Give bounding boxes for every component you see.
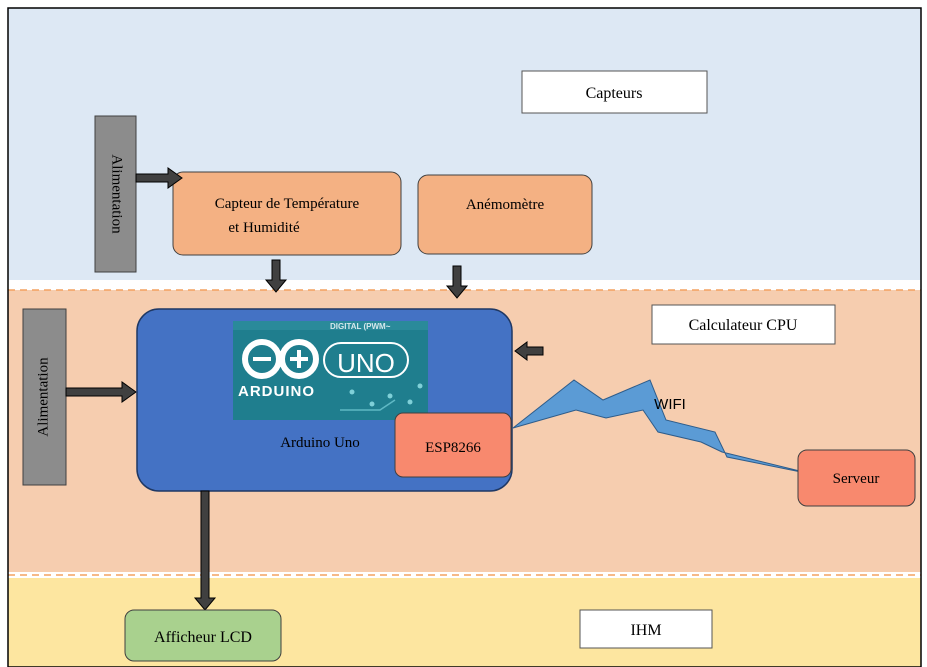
power-supply-top-label: Alimentation <box>109 154 125 234</box>
anemometer <box>417 174 593 255</box>
temp-humidity-sensor <box>172 171 402 256</box>
infinity-icon-minus <box>253 357 271 361</box>
esp8266-module <box>394 412 512 478</box>
cpu-zone-label: Calculateur CPU <box>689 317 798 334</box>
board-trace <box>340 399 396 411</box>
arrow-temp-sensor-to-arduino <box>264 259 288 293</box>
infinity-icon-plus-v <box>297 350 301 368</box>
wifi-label: WIFI <box>654 396 686 413</box>
board-via <box>369 401 375 407</box>
sensors-zone-label: Capteurs <box>586 85 643 102</box>
board-via <box>417 383 423 389</box>
board-via <box>407 399 413 405</box>
arduino-logo-bg <box>233 321 428 420</box>
lcd-display-label: Afficheur LCD <box>154 629 252 646</box>
temp-sensor-label-line2: et Humidité <box>228 220 300 236</box>
temp-sensor-label-line1: Capteur de Température <box>215 196 360 212</box>
arduino-uno-label: Arduino Uno <box>280 435 360 451</box>
power-supply-left <box>22 308 67 486</box>
board-via <box>387 393 393 399</box>
diagram-frame <box>7 7 922 667</box>
infinity-icon <box>242 339 319 379</box>
arrow-power-to-arduino <box>65 381 137 403</box>
arrow-into-arduino-right <box>514 341 544 361</box>
power-supply-top <box>94 115 137 273</box>
power-supply-left-label: Alimentation <box>35 357 51 437</box>
lcd-display <box>124 609 282 662</box>
arrow-anemometer-to-arduino <box>445 265 469 299</box>
arduino-brand-text: ARDUINO <box>238 383 315 400</box>
arduino-logo-header-strip <box>233 321 428 330</box>
arrow-power-to-temp-sensor <box>135 167 183 189</box>
sensors-label-box <box>521 70 708 114</box>
hmi-zone-label: IHM <box>630 622 661 639</box>
cpu-label-box <box>651 304 836 345</box>
esp8266-label: ESP8266 <box>425 440 481 456</box>
arduino-logo: DIGITAL (PWM~ UNO ARDUINO <box>233 321 428 420</box>
board-silkscreen-text: DIGITAL (PWM~ <box>330 322 391 331</box>
server-label: Serveur <box>833 471 880 487</box>
server-box <box>797 449 916 507</box>
arrow-arduino-to-lcd <box>193 490 217 611</box>
hmi-label-box <box>579 609 713 649</box>
board-via <box>349 389 355 395</box>
infinity-icon-right-loop <box>279 339 319 379</box>
anemometer-label: Anémomètre <box>466 197 545 213</box>
uno-badge <box>323 342 409 378</box>
uno-text: UNO <box>337 348 395 378</box>
